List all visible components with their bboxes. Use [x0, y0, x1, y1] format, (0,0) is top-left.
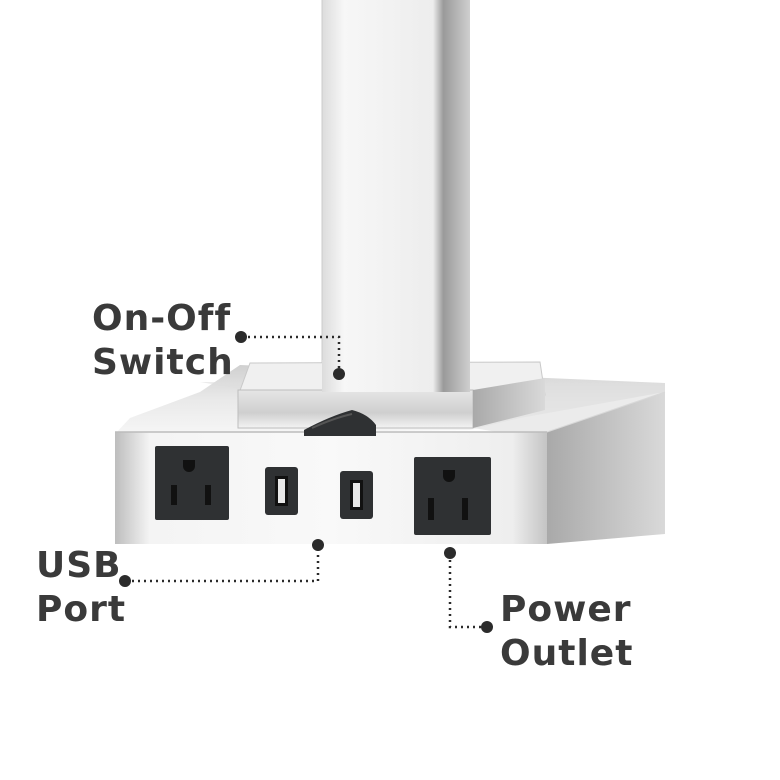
on-off-switch-label-line2: Switch	[92, 342, 234, 383]
lamp-pole	[321, 0, 470, 392]
callout-leader-outlet	[444, 547, 493, 633]
ac-outlet-left-icon	[155, 446, 229, 520]
callout-leader-usb	[119, 539, 324, 587]
ac-outlet-right-icon	[414, 457, 491, 535]
usb-port-label-line1: USB	[36, 545, 122, 586]
rocker-switch-icon	[304, 410, 376, 436]
on-off-switch-label: On-Off Switch	[92, 297, 234, 385]
power-outlet-label: Power Outlet	[500, 588, 633, 676]
usb-port-1-icon	[265, 467, 298, 515]
usb-port-label-line2: Port	[36, 589, 127, 630]
usb-port-label: USB Port	[36, 544, 126, 632]
callout-leader-switch	[235, 331, 345, 380]
usb-port-2-icon	[340, 471, 373, 519]
pole-plinth	[237, 360, 546, 429]
on-off-switch-label-line1: On-Off	[92, 298, 232, 339]
power-outlet-label-line1: Power	[500, 589, 632, 630]
power-outlet-label-line2: Outlet	[500, 633, 634, 674]
